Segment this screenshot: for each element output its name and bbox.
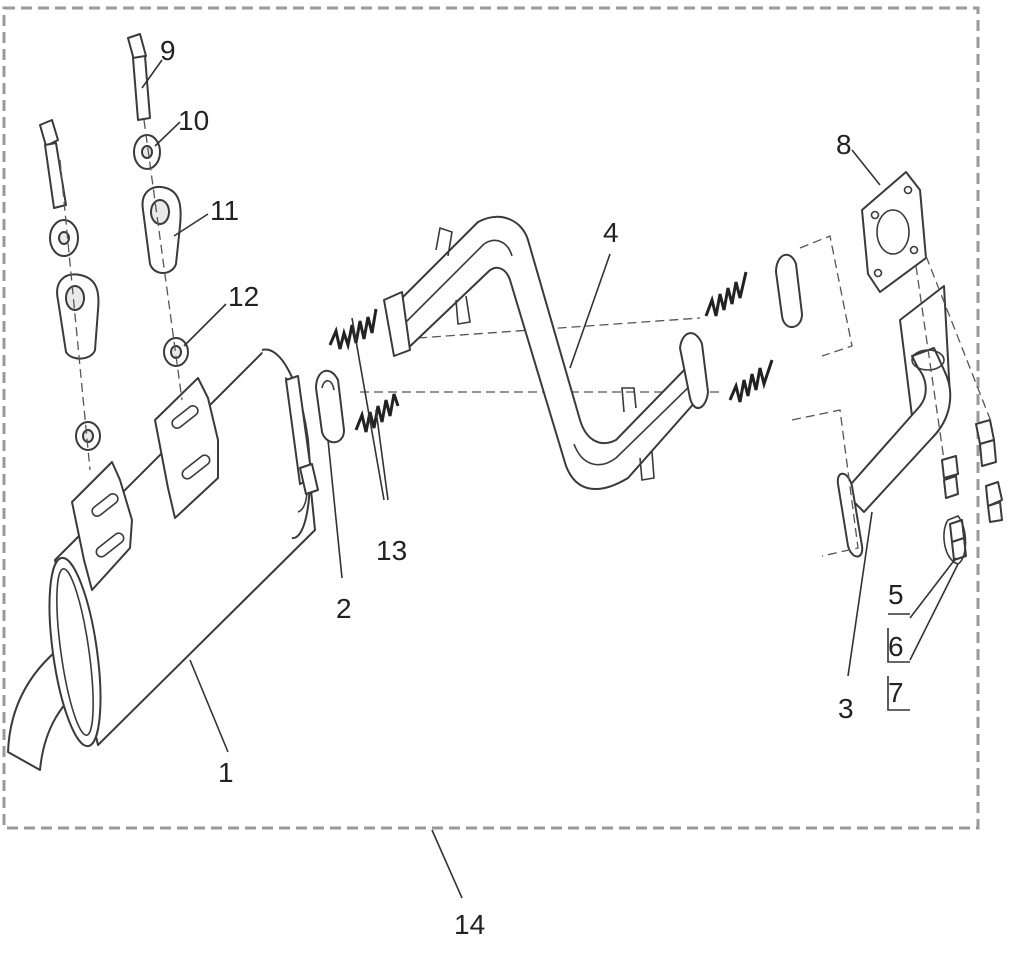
spring-lower-right (728, 359, 774, 403)
bolt-9 (132, 55, 151, 121)
mount-hardware-left (39, 119, 101, 471)
callout-14: 14 (454, 909, 485, 940)
muffler (7, 348, 319, 771)
callouts: 1 2 3 4 5 6 7 8 9 10 11 12 13 14 (160, 35, 904, 940)
callout-9: 9 (160, 35, 176, 66)
callout-12: 12 (228, 281, 259, 312)
spring-upper-left (328, 308, 378, 351)
callout-7: 7 (888, 677, 904, 708)
gasket-right (775, 235, 853, 357)
nuts-5-6-7 (915, 255, 1003, 565)
assembly-frame (2, 6, 980, 830)
flange-gasket-8 (861, 171, 927, 293)
gasket-2 (315, 369, 345, 444)
callout-11: 11 (210, 195, 239, 226)
mid-pipe-4 (383, 215, 709, 491)
spring-upper-right (704, 271, 748, 317)
callout-5: 5 (888, 579, 904, 610)
callout-13: 13 (376, 535, 407, 566)
callout-3: 3 (838, 693, 854, 724)
mount-hardware-right (127, 33, 189, 401)
callout-2: 2 (336, 593, 352, 624)
callout-8: 8 (836, 129, 852, 160)
leader-lines (141, 59, 959, 899)
callout-4: 4 (603, 217, 619, 248)
spring-lower-left (354, 393, 400, 433)
callout-10: 10 (178, 105, 209, 136)
header-pipe-3 (791, 285, 952, 558)
callout-1: 1 (218, 757, 234, 788)
callout-6: 6 (888, 631, 904, 662)
